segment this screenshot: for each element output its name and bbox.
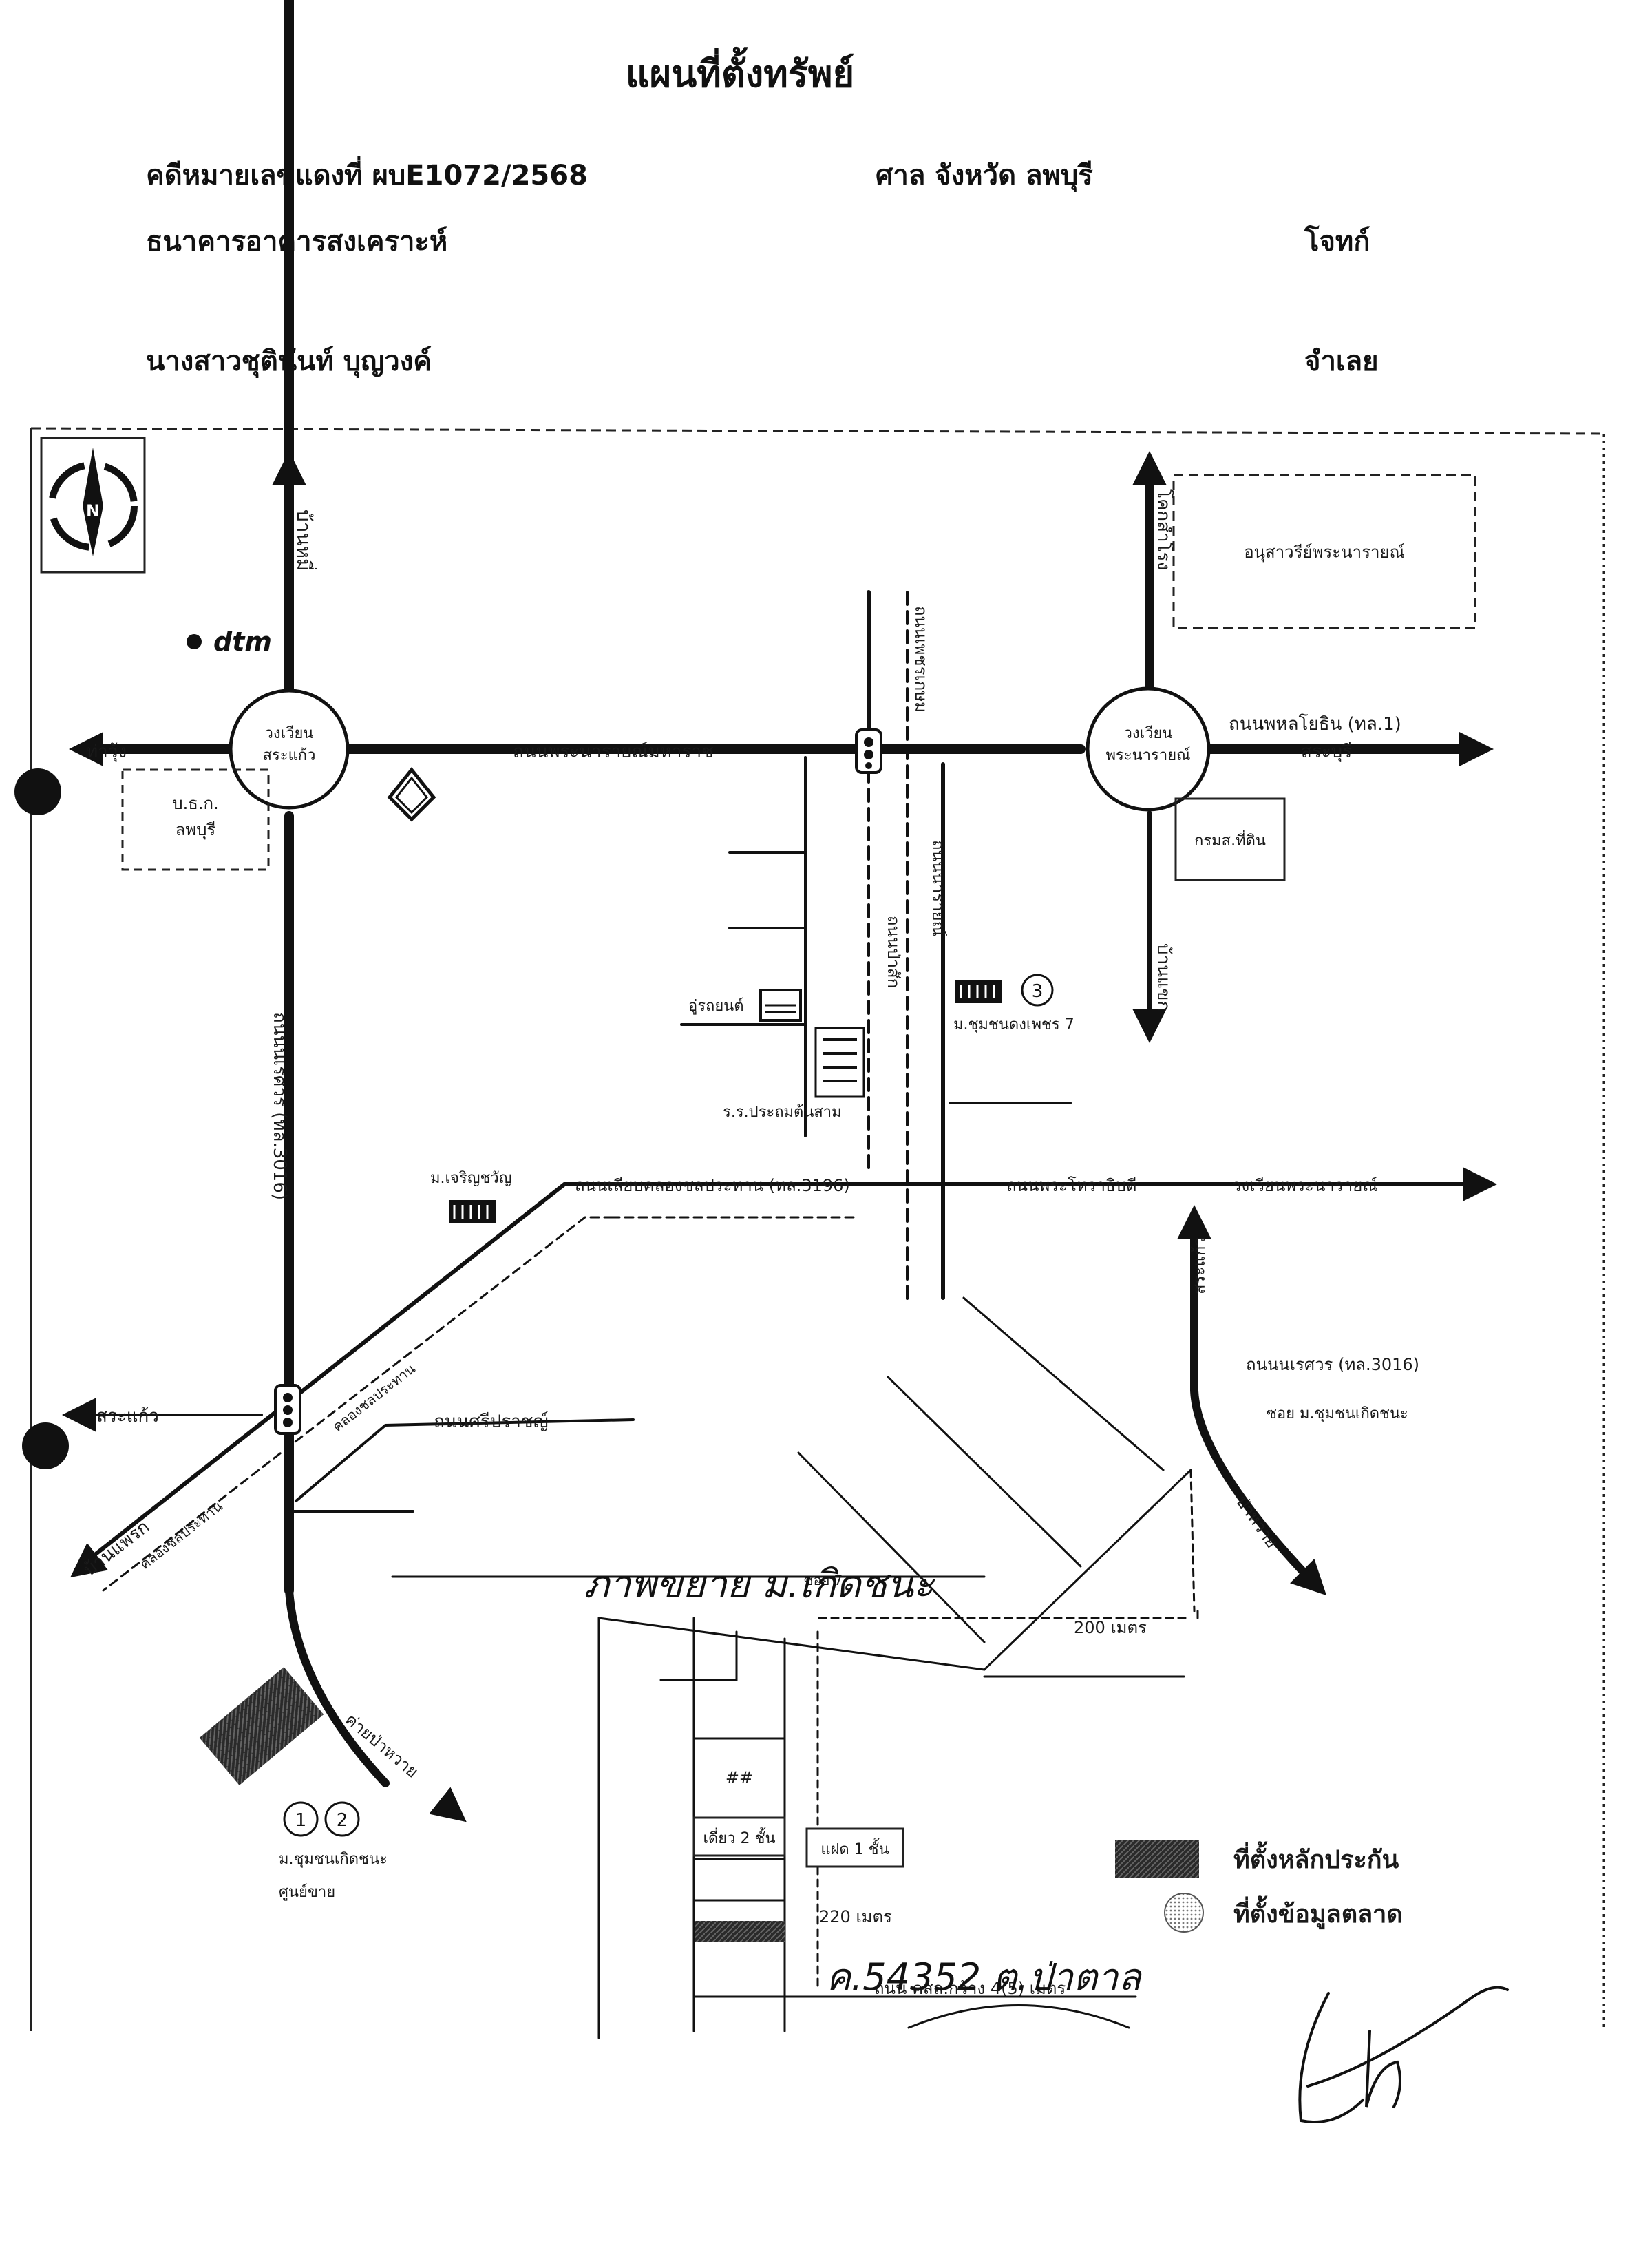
roundabout-narai: วงเวียนพระนารายณ์	[1086, 686, 1211, 812]
pa-wan-label: ป่าหวาย	[1232, 1492, 1282, 1551]
phet-road-label: ถนนเพชรเกษม	[911, 606, 931, 713]
case-number: คดีหมายเลขแดงที่ ผบE1072/2568	[146, 160, 588, 191]
road-width-label: ถนน คสล.กว้าง 4(5) เมตร	[874, 1979, 1066, 1998]
narai-vertical-road-label: ถนนนารายณ์	[929, 840, 948, 936]
phahonyothin-label: ถนนพหลโยธิน (ทล.1)	[1229, 713, 1401, 735]
legend-market-swatch	[1164, 1893, 1204, 1933]
pa-sak-road-label: ถนนป่าสัก	[884, 916, 903, 988]
khok-samrong-label: โคกสำโรง	[1153, 489, 1174, 570]
distance-220-label: 220 เมตร	[819, 1907, 892, 1926]
house-symbol: ##	[726, 1768, 753, 1787]
garage-label: อู่รถยนต์	[688, 998, 744, 1015]
roundabout-narai-label: วงเวียนพระนารายณ์	[1106, 725, 1191, 764]
collateral-location-marker-inset	[695, 1921, 785, 1942]
temple-icon	[387, 766, 436, 822]
distance-200-label: 200 เมตร	[1074, 1618, 1147, 1637]
roundabout-narai-2-label: วงเวียนพระนารายณ์	[1232, 1176, 1378, 1195]
punch-hole-bottom	[22, 1422, 69, 1469]
svg-text:3: 3	[1032, 981, 1044, 1002]
khlong-road-label: ถนนเลียบคลองชลประทาน (ทล.3196)	[575, 1176, 850, 1195]
tha-wung-label: ท่าวุ้ง	[86, 742, 127, 762]
svg-text:1: 1	[295, 1810, 307, 1831]
plaintiff-role: โจทก์	[1304, 226, 1370, 258]
dtm-logo: dtm	[187, 627, 272, 657]
sa-kaew-left-label: สระแก้ว	[96, 1406, 159, 1427]
logo-text: dtm	[213, 627, 272, 657]
naresuan-road-label: ถนนนเรศวร (ทล.3016)	[269, 1012, 290, 1200]
ban-phrik-label: บ้านแพรก	[80, 1517, 153, 1581]
charoen-housing-icon	[449, 1200, 496, 1223]
sales-center-label: ศูนย์ขาย	[279, 1884, 335, 1901]
map-frame	[30, 427, 1605, 2031]
school-label: ร.ร.ประถมต้นสาม	[723, 1104, 842, 1121]
narai-road-label: ถนนพระนารายณ์มหาราช	[513, 742, 714, 762]
narai-memorial-box: อนุสาวรีย์พระนารายณ์	[1172, 474, 1476, 629]
roundabout-sa-kaew: วงเวียนสระแก้ว	[229, 689, 350, 810]
sa-kaew-vertical-label: สระแก้ว	[1189, 1237, 1209, 1294]
garage-building-icon	[759, 989, 802, 1022]
handwritten-parcel-note: ค.54352 ต.ป่าตาล	[826, 1955, 1143, 1999]
ban-tok-label: บ.ธ.ก.ลพบุรี	[172, 794, 218, 840]
traffic-signal-icon-2	[274, 1384, 301, 1435]
legend-collateral-label: ที่ตั้งหลักประกัน	[1233, 1841, 1399, 1874]
land-office-label: กรมส.ที่ดิน	[1194, 830, 1266, 850]
traffic-signal-icon	[855, 728, 882, 774]
charoen-label: ม.เจริญชวัญ	[430, 1170, 512, 1187]
pho-road-label: ถนนพระโหราธิบดี	[1006, 1176, 1137, 1195]
map-legend: ที่ตั้งหลักประกัน ที่ตั้งข้อมูลตลาด	[1115, 1840, 1403, 1933]
svg-text:2: 2	[337, 1810, 348, 1831]
direction-arrows	[62, 451, 1497, 1822]
housing-3-label: ม.ชุมชนดงเพชร 7	[953, 1016, 1074, 1033]
two-storey-label: เดี่ยว 2 ชั้น	[703, 1827, 775, 1847]
two-storey-box: เดี่ยว 2 ชั้น	[692, 1816, 786, 1857]
naresuan-right-label: ถนนนเรศวร (ทล.3016)	[1246, 1355, 1419, 1374]
legend-collateral-swatch	[1115, 1840, 1199, 1878]
ban-tok-box: บ.ธ.ก.ลพบุรี	[121, 768, 270, 871]
court-name: ศาล จังหวัด ลพบุรี	[876, 160, 1093, 191]
saraburi-label: สระบุรี	[1301, 742, 1352, 762]
school-building-icon	[814, 1027, 865, 1098]
legend-market-label: ที่ตั้งข้อมูลตลาด	[1233, 1895, 1403, 1930]
one-storey-box: แฝด 1 ชั้น	[805, 1827, 904, 1868]
defendant-role: จำเลย	[1304, 346, 1379, 377]
moo-chumchon-label: ม.ชุมชนเกิดชนะ	[279, 1851, 388, 1868]
ban-khaek-label: บ้านแขก	[1153, 943, 1174, 1011]
sri-prap-road-label: ถนนศรีปราชญ์	[434, 1411, 549, 1432]
punch-hole-top	[14, 768, 61, 815]
page-title: แผนที่ตั้งทรัพย์	[625, 52, 855, 96]
collateral-location-marker	[199, 1667, 324, 1785]
market-data-markers: 1 2	[283, 1801, 360, 1837]
compass-icon: N	[40, 437, 146, 574]
soi-7-label: ซอย 7	[804, 1572, 843, 1588]
compass-north-label: N	[86, 501, 100, 521]
narai-memorial-label: อนุสาวรีย์พระนารายณ์	[1244, 543, 1405, 563]
land-office-box: กรมส.ที่ดิน	[1174, 797, 1286, 881]
ban-mi-label: บ้านหมี่	[293, 509, 317, 571]
roundabout-sa-kaew-label: วงเวียนสระแก้ว	[263, 725, 316, 764]
plaintiff-name: ธนาคารอาคารสงเคราะห์	[146, 226, 448, 258]
housing-3-icon: 3	[955, 974, 1054, 1007]
handwritten-enlarge-note: ภาพขยาย ม.เกิดชนะ	[584, 1562, 935, 1607]
one-storey-label: แฝด 1 ชั้น	[820, 1838, 889, 1858]
signature	[1298, 1986, 1509, 2123]
soi-moo-label: ซอย ม.ชุมชนเกิดชนะ	[1267, 1405, 1408, 1422]
